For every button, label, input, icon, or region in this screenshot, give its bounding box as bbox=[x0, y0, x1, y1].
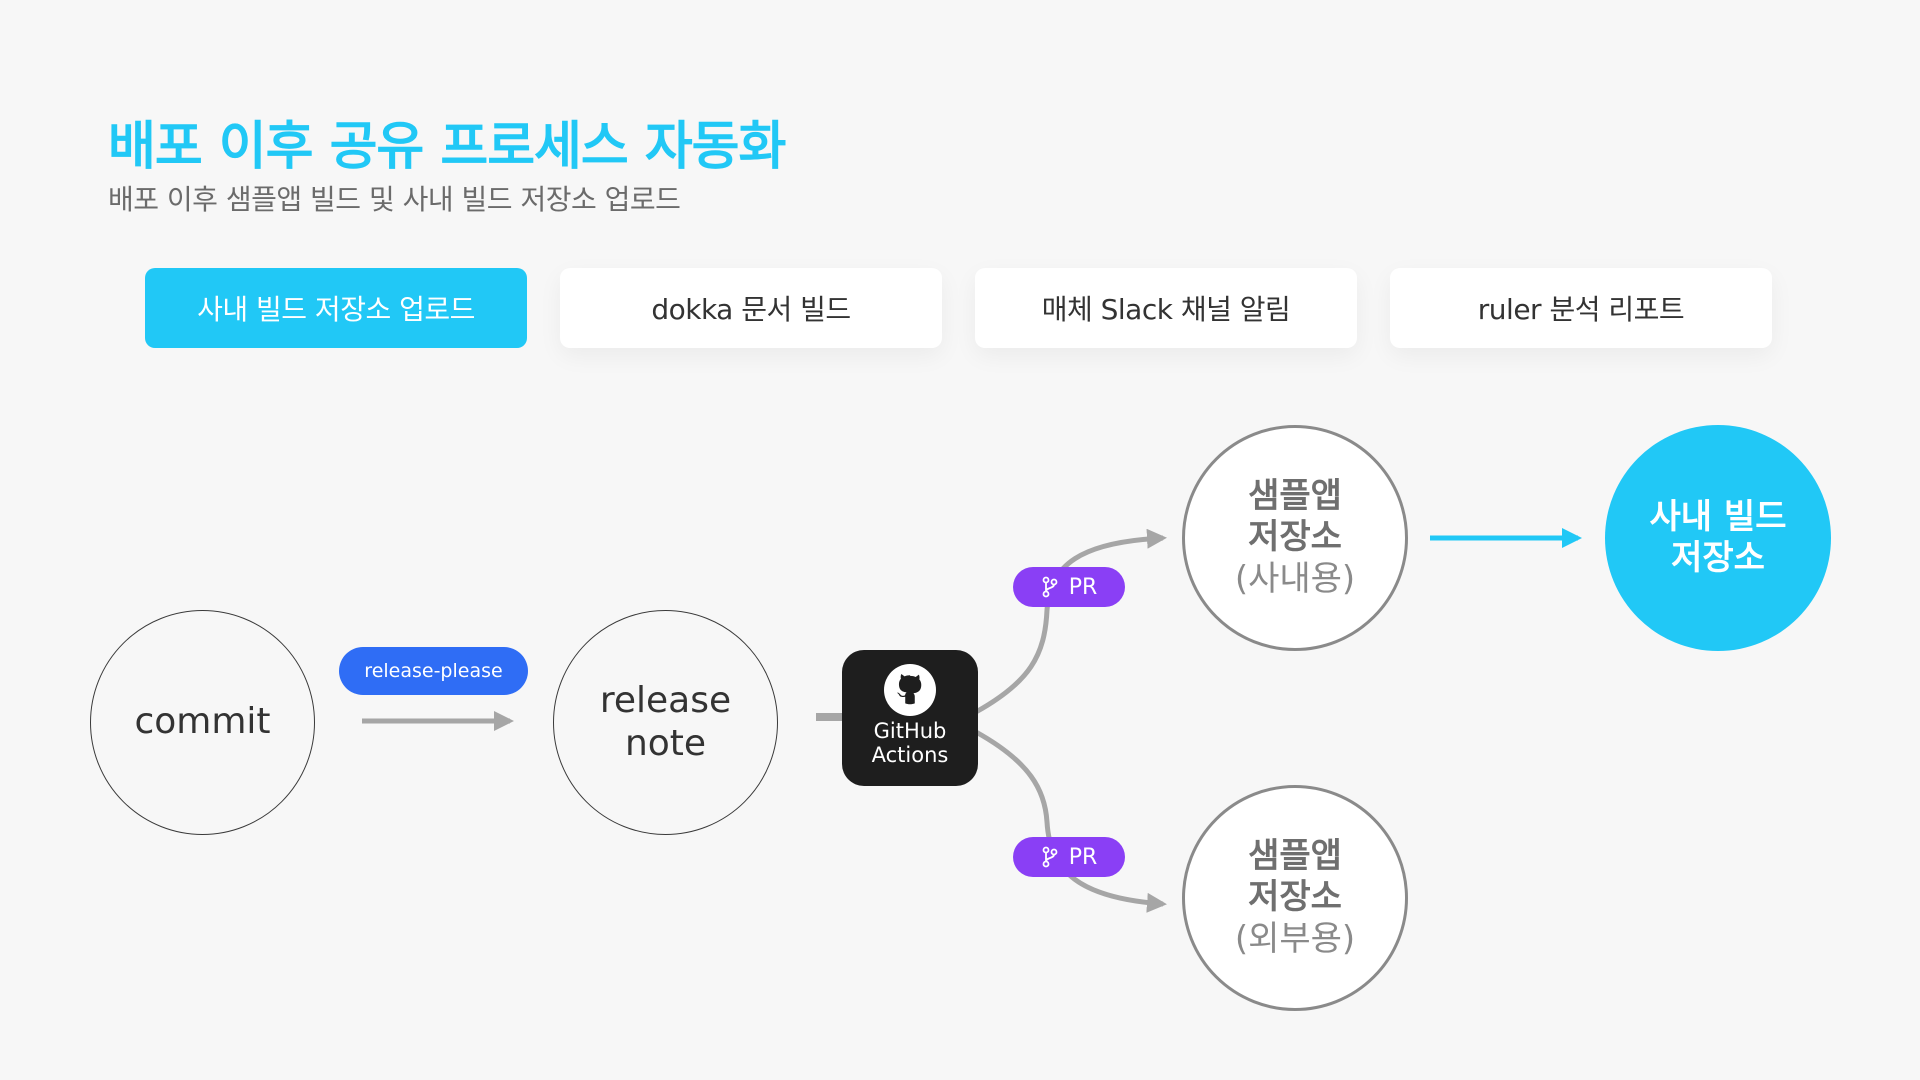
tab-slack-notify[interactable]: 매체 Slack 채널 알림 bbox=[975, 268, 1357, 348]
node-sample-repo-internal: 샘플앱 저장소 (사내용) bbox=[1182, 425, 1408, 651]
build-storage-line2: 저장소 bbox=[1671, 538, 1765, 578]
node-commit: commit bbox=[90, 610, 315, 835]
node-release-note-line2: note bbox=[624, 722, 707, 764]
node-internal-build-storage: 사내 빌드 저장소 bbox=[1605, 425, 1831, 651]
arrow-actions-to-internal-repo bbox=[974, 528, 1167, 715]
node-sample-repo-external: 샘플앱 저장소 (외부용) bbox=[1182, 785, 1408, 1011]
git-branch-icon bbox=[1042, 576, 1058, 598]
github-actions-line2: Actions bbox=[871, 742, 949, 767]
tab-dokka-docs[interactable]: dokka 문서 빌드 bbox=[560, 268, 942, 348]
page-title: 배포 이후 공유 프로세스 자동화 bbox=[108, 117, 786, 177]
pr-badge-bottom: PR bbox=[1013, 837, 1125, 877]
node-commit-label: commit bbox=[134, 701, 271, 743]
repo-external-line2: 저장소 bbox=[1248, 877, 1342, 918]
repo-internal-line2: 저장소 bbox=[1248, 517, 1342, 558]
release-please-badge: release-please bbox=[339, 647, 528, 695]
tab-ruler-report[interactable]: ruler 분석 리포트 bbox=[1390, 268, 1772, 348]
page-subtitle: 배포 이후 샘플앱 빌드 및 사내 빌드 저장소 업로드 bbox=[108, 183, 681, 216]
tab-internal-build-upload[interactable]: 사내 빌드 저장소 업로드 bbox=[145, 268, 527, 348]
arrow-actions-to-external-repo bbox=[974, 729, 1167, 913]
github-actions-line1: GitHub bbox=[873, 719, 947, 743]
tab-bar: 사내 빌드 저장소 업로드 dokka 문서 빌드 매체 Slack 채널 알림… bbox=[145, 268, 1772, 348]
pr-badge-top: PR bbox=[1013, 567, 1125, 607]
node-release-note: release note bbox=[553, 610, 778, 835]
github-actions-box: GitHub Actions bbox=[842, 650, 978, 786]
repo-external-line1: 샘플앱 bbox=[1248, 835, 1342, 876]
node-release-note-line1: release bbox=[599, 680, 732, 722]
repo-internal-line3: (사내용) bbox=[1234, 558, 1356, 599]
pr-label-top: PR bbox=[1068, 574, 1098, 600]
github-actions-label: GitHub Actions bbox=[871, 719, 949, 767]
repo-external-line3: (외부용) bbox=[1234, 918, 1356, 959]
build-storage-line1: 사내 빌드 bbox=[1649, 496, 1787, 537]
git-branch-icon bbox=[1042, 846, 1058, 868]
pr-label-bottom: PR bbox=[1068, 844, 1098, 870]
release-please-label: release-please bbox=[364, 660, 503, 682]
repo-internal-line1: 샘플앱 bbox=[1248, 475, 1342, 516]
github-octocat-icon bbox=[884, 664, 936, 716]
